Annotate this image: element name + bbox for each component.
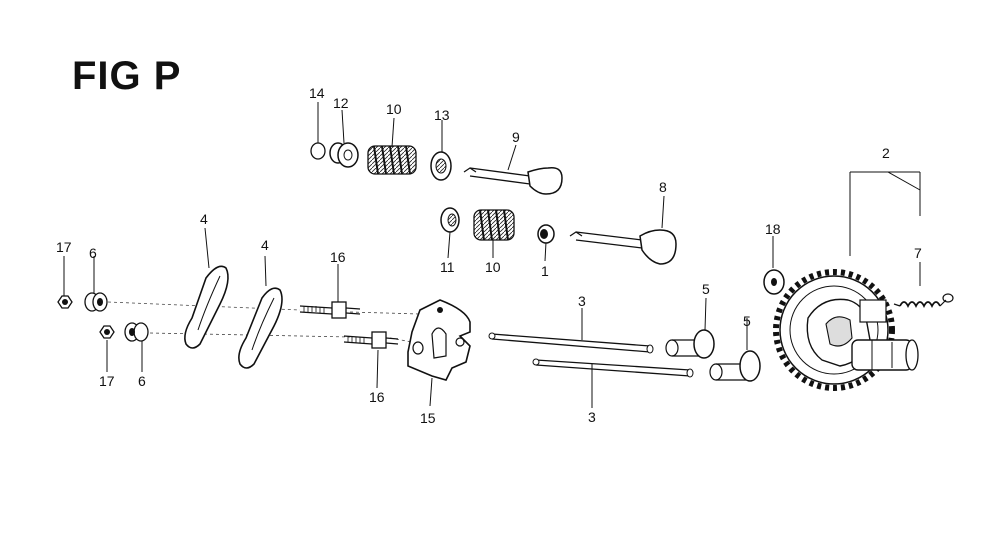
callout-14: 14 bbox=[309, 85, 325, 101]
leader-lines bbox=[63, 102, 921, 408]
part-12-valve-retainer bbox=[329, 142, 359, 168]
part-11-valve-stem-seal bbox=[440, 207, 460, 233]
callout-5-upper: 5 bbox=[702, 281, 710, 297]
figure-title: FIG P bbox=[72, 54, 182, 98]
callout-10-lower: 10 bbox=[485, 259, 501, 275]
callout-6-lower: 6 bbox=[138, 373, 146, 389]
callout-6-upper: 6 bbox=[89, 245, 97, 261]
callout-3-lower: 3 bbox=[588, 409, 596, 425]
part-3-push-rod-lower bbox=[532, 358, 694, 378]
part-3-push-rod-upper bbox=[488, 332, 654, 354]
callout-11: 11 bbox=[440, 259, 455, 275]
part-7-decompressor-spring bbox=[893, 293, 954, 309]
part-17-nut-lower bbox=[99, 325, 115, 339]
part-14-valve-cotter bbox=[310, 142, 326, 160]
part-5-valve-lifter-lower bbox=[709, 350, 761, 382]
part-8-exhaust-valve bbox=[569, 229, 677, 265]
callout-7: 7 bbox=[914, 245, 922, 261]
callout-18: 18 bbox=[765, 221, 781, 237]
callout-2: 2 bbox=[882, 145, 890, 161]
part-9-intake-valve bbox=[463, 166, 563, 195]
part-6-pivot-lower bbox=[124, 322, 149, 342]
callout-15: 15 bbox=[420, 410, 436, 426]
part-4-rocker-arm-a bbox=[184, 265, 229, 349]
callout-12: 12 bbox=[333, 95, 349, 111]
part-18-washer bbox=[763, 269, 785, 295]
callout-4-right: 4 bbox=[261, 237, 269, 253]
part-16-rocker-stud-upper bbox=[299, 301, 361, 319]
callout-4-left: 4 bbox=[200, 211, 208, 227]
part-10-valve-spring-upper bbox=[367, 145, 417, 175]
part-15-push-rod-guide-plate bbox=[407, 299, 471, 381]
part-2-camshaft-assembly bbox=[773, 269, 919, 391]
callout-labels: 14 12 10 13 9 8 11 10 1 2 18 7 17 6 4 4 … bbox=[56, 85, 922, 426]
callout-10-upper: 10 bbox=[386, 101, 402, 117]
callout-1: 1 bbox=[541, 263, 549, 279]
callout-5-lower: 5 bbox=[743, 313, 751, 329]
callout-16-upper: 16 bbox=[330, 249, 346, 265]
part-6-pivot-upper bbox=[84, 292, 108, 312]
part-13-spring-seat bbox=[430, 151, 452, 181]
callout-17-upper: 17 bbox=[56, 239, 72, 255]
callout-9: 9 bbox=[512, 129, 520, 145]
callout-17-lower: 17 bbox=[99, 373, 115, 389]
callout-13: 13 bbox=[434, 107, 450, 123]
part-17-nut-upper bbox=[57, 295, 73, 309]
part-4-rocker-arm-b bbox=[238, 287, 283, 369]
part-5-valve-lifter-upper bbox=[665, 329, 715, 359]
callout-16-lower: 16 bbox=[369, 389, 385, 405]
part-16-rocker-stud-lower bbox=[343, 331, 399, 349]
part-1-valve-cap bbox=[537, 224, 555, 244]
callout-3-upper: 3 bbox=[578, 293, 586, 309]
part-10-valve-spring-lower bbox=[473, 209, 515, 241]
callout-8: 8 bbox=[659, 179, 667, 195]
